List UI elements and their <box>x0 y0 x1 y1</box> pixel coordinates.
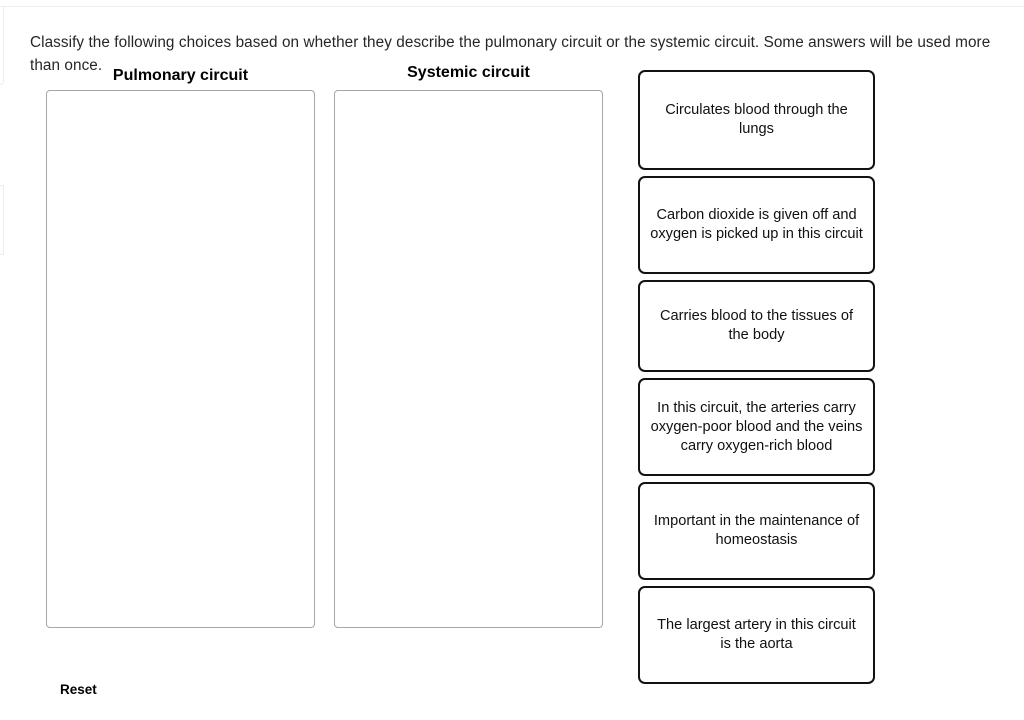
choice-card[interactable]: In this circuit, the arteries carry oxyg… <box>638 378 875 476</box>
dropzone-pulmonary[interactable] <box>46 90 315 628</box>
category-title-systemic: Systemic circuit <box>407 64 530 81</box>
category-column-pulmonary: Pulmonary circuit <box>46 66 315 628</box>
dropzone-systemic[interactable] <box>334 90 603 628</box>
choice-card[interactable]: Circulates blood through the lungs <box>638 70 875 170</box>
category-title-pulmonary: Pulmonary circuit <box>112 67 249 84</box>
choice-bank: Circulates blood through the lungs Carbo… <box>638 70 875 684</box>
category-column-systemic: Systemic circuit <box>334 64 603 628</box>
question-prompt: Classify the following choices based on … <box>30 34 991 75</box>
page-top-divider <box>0 6 1024 7</box>
choice-card[interactable]: Carbon dioxide is given off and oxygen i… <box>638 176 875 274</box>
page-left-card-edge-upper <box>0 7 4 85</box>
choice-card[interactable]: Carries blood to the tissues of the body <box>638 280 875 372</box>
page-left-card-edge-lower <box>0 185 4 255</box>
choice-card[interactable]: Important in the maintenance of homeosta… <box>638 482 875 580</box>
reset-button[interactable]: Reset <box>60 682 97 697</box>
choice-card[interactable]: The largest artery in this circuit is th… <box>638 586 875 684</box>
